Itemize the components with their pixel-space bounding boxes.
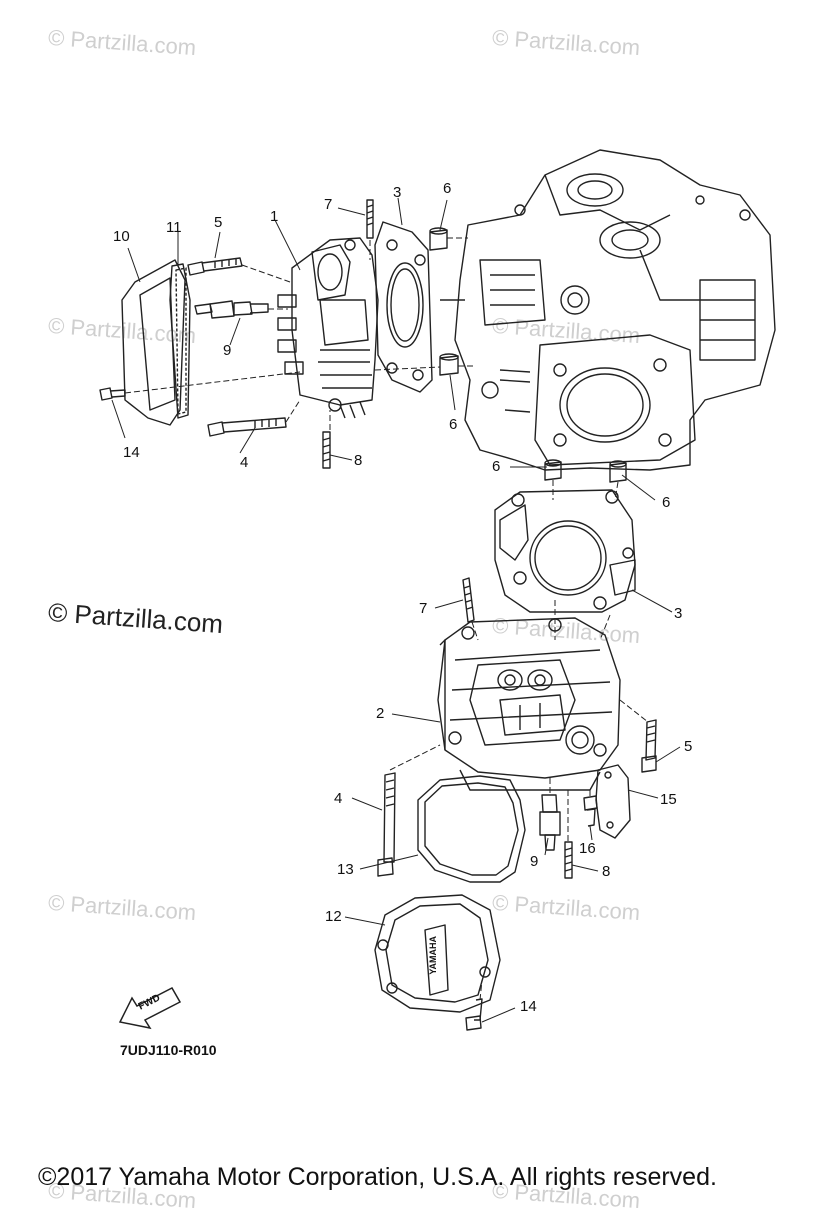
cylinder-head-cover-upper (121, 259, 186, 426)
callout-1: 1 (270, 208, 279, 225)
engine-block (440, 149, 776, 471)
callout-9: 9 (223, 342, 232, 359)
diagram-code: 7UDJ110-R010 (120, 1042, 217, 1058)
stud (366, 199, 374, 239)
stud (322, 431, 331, 469)
callout-6: 6 (449, 416, 458, 433)
dowel-pin (544, 459, 627, 483)
callout-6: 6 (662, 494, 671, 511)
cylinder-head-cover-lower (374, 894, 501, 1013)
callout-15: 15 (660, 791, 677, 808)
bolt (377, 772, 396, 877)
callout-6: 6 (492, 458, 501, 475)
callout-2: 2 (376, 705, 385, 722)
cylinder-head-lower (437, 617, 621, 791)
stud (564, 841, 573, 879)
callout-4: 4 (334, 790, 343, 807)
head-gasket-lower (494, 489, 636, 613)
bolt (99, 387, 126, 401)
callout-7: 7 (419, 600, 428, 617)
callout-8: 8 (602, 863, 611, 880)
forward-direction-arrow-icon (118, 987, 182, 1030)
cover-brand-text: YAMAHA (428, 936, 438, 975)
callout-8: 8 (354, 452, 363, 469)
callout-3: 3 (393, 184, 402, 201)
cover-gasket-upper (169, 263, 191, 419)
callout-14: 14 (520, 998, 537, 1015)
bolt (583, 795, 598, 827)
bolt (207, 417, 287, 437)
callout-7: 7 (324, 196, 333, 213)
bolt (641, 719, 657, 773)
callout-10: 10 (113, 228, 130, 245)
callout-16: 16 (579, 840, 596, 857)
callout-11: 11 (166, 219, 182, 236)
callout-5: 5 (214, 214, 223, 231)
callout-4: 4 (240, 454, 249, 471)
bolt (465, 998, 483, 1031)
callout-13: 13 (337, 861, 354, 878)
callout-9: 9 (530, 853, 539, 870)
callout-6: 6 (443, 180, 452, 197)
stud (462, 577, 475, 623)
spark-plug (539, 794, 561, 851)
callout-12: 12 (325, 908, 342, 925)
callout-5: 5 (684, 738, 693, 755)
bolt (187, 257, 243, 276)
cover-gasket-lower (417, 775, 526, 883)
spark-plug (194, 300, 269, 319)
callout-14: 14 (123, 444, 140, 461)
callout-3: 3 (674, 605, 683, 622)
head-gasket-upper (374, 221, 433, 393)
cylinder-head-upper (277, 237, 379, 419)
bracket (595, 764, 631, 839)
dowel-pin (429, 227, 459, 376)
copyright-notice: ©2017 Yamaha Motor Corporation, U.S.A. A… (38, 1163, 717, 1191)
